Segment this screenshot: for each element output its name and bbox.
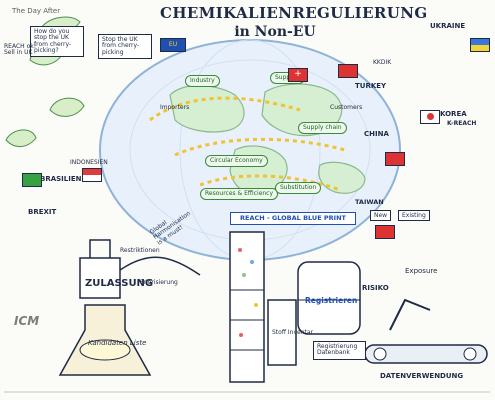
brexit-question-box: How do you stop the UK from cherry-picki… — [30, 26, 84, 58]
brasilien-label: BRASILIEN — [40, 175, 82, 183]
supply-chain-cloud: Supply chain — [298, 122, 347, 135]
kandidaten-label: Kandidaten Liste — [88, 339, 147, 347]
board-title: CHEMIKALIENREGULIERUNG in Non-EU — [160, 4, 428, 40]
k-reach-label: K-REACH — [447, 120, 477, 127]
resources-cloud: Resources & Efficiency — [200, 188, 279, 201]
day-after-label: The Day After — [12, 7, 61, 15]
taiwan-flag — [375, 225, 395, 239]
customers-label: Customers — [330, 104, 363, 111]
robot-arm-icon — [389, 298, 431, 331]
industry-cloud: Industry — [185, 75, 220, 88]
reach-ok-note: REACH ok! Sell in UK — [4, 43, 37, 57]
taiwan-label: TAIWAN — [355, 198, 384, 206]
leaf-4-icon — [5, 129, 37, 147]
ukraine-label: UKRAINE — [430, 22, 466, 30]
datenverwendung-label: DATENVERWENDUNG — [380, 372, 464, 380]
zulassung-label: ZULASSUNG — [85, 278, 154, 289]
kkdik-label: KKDIK — [373, 59, 392, 66]
substitution-cloud: Substitution — [275, 182, 322, 195]
indonesia-label: INDONESIEN — [70, 159, 108, 166]
new-tag: New — [370, 210, 392, 221]
icm-label: ICM — [14, 314, 40, 328]
circular-cloud: Circular Economy — [205, 155, 268, 168]
eu-flag-label: EU — [168, 41, 178, 48]
factory-column-icon — [79, 257, 121, 299]
registrieren-tank-icon — [297, 261, 361, 335]
priorisierung-label: Priorisierung — [140, 279, 178, 286]
china-flag — [385, 152, 405, 166]
restriktionen-label: Restriktionen — [120, 247, 160, 254]
arrow-arc-2-icon — [174, 137, 346, 157]
turkey-label: TURKEY — [355, 82, 387, 90]
ukraine-flag — [470, 38, 490, 52]
leaf-3-icon — [49, 97, 85, 117]
title-line-1: CHEMIKALIENREGULIERUNG — [160, 4, 428, 22]
pipe-icon — [119, 256, 201, 276]
brasilien-flag — [22, 173, 42, 187]
existing-tag: Existing — [398, 210, 430, 221]
title-line-2: in Non-EU — [234, 23, 316, 40]
korea-label: KOREA — [440, 110, 467, 118]
indonesia-flag — [82, 168, 102, 182]
eu-flag: EU — [160, 38, 186, 52]
uk-sign: Stop the UK from cherry-picking — [98, 34, 152, 59]
registrieren-label: Registrieren — [305, 296, 358, 305]
korea-flag — [420, 110, 440, 124]
reach-blueprint-banner: REACH - GLOBAL BLUE PRINT — [230, 212, 356, 225]
risiko-label: RISIKO — [362, 284, 389, 292]
china-label: CHINA — [364, 130, 389, 138]
registrierung-datenbank-box: Registrierung Datenbank — [313, 341, 366, 360]
turkey-flag — [338, 64, 358, 78]
central-tower-icon — [229, 231, 265, 383]
brexit-label: BREXIT — [28, 208, 57, 216]
exposure-label: Exposure — [405, 267, 438, 275]
swiss-flag: + — [288, 68, 308, 82]
stoff-inventar-label: Stoff Inventar — [272, 329, 313, 336]
stoff-inventar-tank-icon — [267, 299, 297, 366]
arrow-arc-1-icon — [149, 96, 301, 122]
importers-label: Importers — [160, 104, 190, 111]
